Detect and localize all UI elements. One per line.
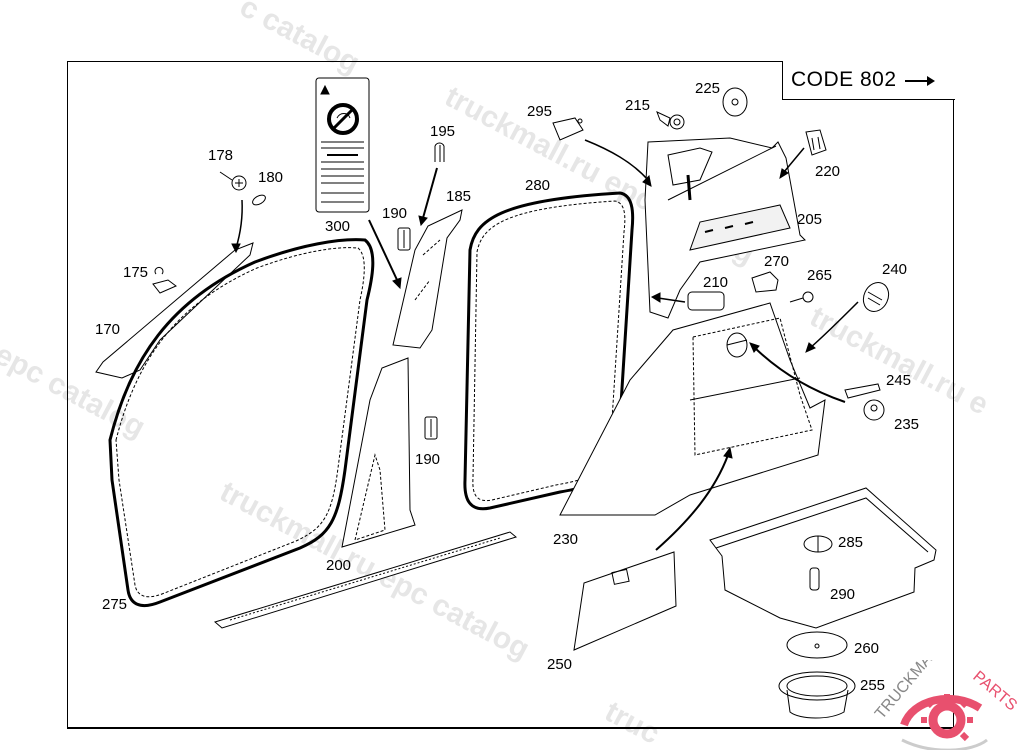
part-spare-tray[interactable] <box>709 487 937 629</box>
label-250: 250 <box>547 656 573 673</box>
part-245-retainer[interactable] <box>844 383 881 399</box>
label-230: 230 <box>553 531 579 548</box>
part-290-lid[interactable] <box>786 631 848 659</box>
part-260-clip[interactable] <box>751 271 779 293</box>
arrow-icon <box>235 199 243 249</box>
label-170: 170 <box>95 321 121 338</box>
part-285-container[interactable] <box>778 671 856 719</box>
arrow-head-icon <box>779 168 789 180</box>
part-190-clip-upper[interactable] <box>397 227 411 251</box>
label-265: 275 <box>102 596 128 613</box>
arrow-icon <box>754 347 846 403</box>
arrow-head-icon <box>231 243 241 254</box>
part-190-clip-lower[interactable] <box>424 416 438 440</box>
arrow-head-icon <box>642 174 652 187</box>
part-255-screw[interactable] <box>789 291 814 303</box>
arrow-right-icon <box>904 76 935 86</box>
part-240-cover[interactable] <box>859 278 893 315</box>
label-205: 205 <box>797 211 823 228</box>
label-280: 290 <box>830 586 856 603</box>
part-250-cover-panel[interactable] <box>573 551 677 651</box>
label-225: 225 <box>695 80 721 97</box>
part-220-clip[interactable] <box>805 129 827 156</box>
part-215-clip[interactable] <box>656 111 685 130</box>
code-label: CODE 802 <box>791 68 897 91</box>
part-205-c-pillar-trim[interactable] <box>644 137 807 319</box>
arrow-head-icon <box>418 215 428 227</box>
label-295: 295 <box>527 103 553 120</box>
part-200-b-pillar-lower[interactable] <box>341 357 416 548</box>
arrow-icon <box>657 297 686 303</box>
label-290: 260 <box>854 640 880 657</box>
part-300-warning-label[interactable] <box>315 77 370 213</box>
arrow-head-icon <box>805 342 816 353</box>
part-225-washer[interactable] <box>722 87 748 117</box>
arrow-head-icon <box>392 277 402 290</box>
arrow-icon <box>584 139 649 181</box>
part-235-handle[interactable] <box>863 399 885 421</box>
label-195: 195 <box>430 123 456 140</box>
label-190-upper: 190 <box>382 205 408 222</box>
part-270-rear-door-seal[interactable] <box>463 191 635 511</box>
part-265-front-door-seal[interactable] <box>108 238 375 607</box>
label-210: 210 <box>703 274 729 291</box>
arrow-icon <box>809 301 859 349</box>
diagram-frame <box>67 61 954 729</box>
part-185-b-pillar-upper[interactable] <box>392 209 463 349</box>
label-300: 300 <box>325 218 351 235</box>
part-280-bolt[interactable] <box>809 567 820 591</box>
part-sill-strip[interactable] <box>213 531 518 629</box>
label-270: 280 <box>525 177 551 194</box>
label-215: 215 <box>625 97 651 114</box>
label-255: 265 <box>807 267 833 284</box>
label-178: 178 <box>208 147 234 164</box>
label-200: 200 <box>326 557 352 574</box>
arrow-icon <box>422 167 438 219</box>
part-178-screw[interactable] <box>219 171 247 191</box>
label-175: 175 <box>123 264 149 281</box>
truckmallparts-logo: TRUCKMALL PARTS <box>862 637 1022 752</box>
arrow-head-icon <box>650 292 661 303</box>
part-180-cap[interactable] <box>251 193 267 207</box>
label-185: 185 <box>446 188 472 205</box>
arrow-icon <box>368 219 399 283</box>
part-170-a-pillar-trim[interactable] <box>95 242 254 379</box>
label-285: 255 <box>860 677 886 694</box>
arrow-icon <box>783 147 805 173</box>
label-220: 220 <box>815 163 841 180</box>
part-175-clip[interactable] <box>152 266 177 294</box>
label-235: 235 <box>894 416 920 433</box>
label-240: 240 <box>882 261 908 278</box>
part-195-clip[interactable] <box>434 142 445 162</box>
label-260: 270 <box>764 253 790 270</box>
arrow-head-icon <box>723 446 733 459</box>
part-295-clip[interactable] <box>552 117 584 141</box>
part-230-side-panel-trim[interactable] <box>559 302 826 516</box>
arrow-head-icon <box>749 342 760 353</box>
part-210-cover[interactable] <box>687 291 725 311</box>
label-275: 285 <box>838 534 864 551</box>
gear-icon: TRUCKMALL PARTS <box>872 637 1020 752</box>
label-190-lower: 190 <box>415 451 441 468</box>
label-245: 245 <box>886 372 912 389</box>
label-180: 180 <box>258 169 284 186</box>
code-box: CODE 802 <box>782 61 955 100</box>
arrow-icon <box>655 454 729 551</box>
